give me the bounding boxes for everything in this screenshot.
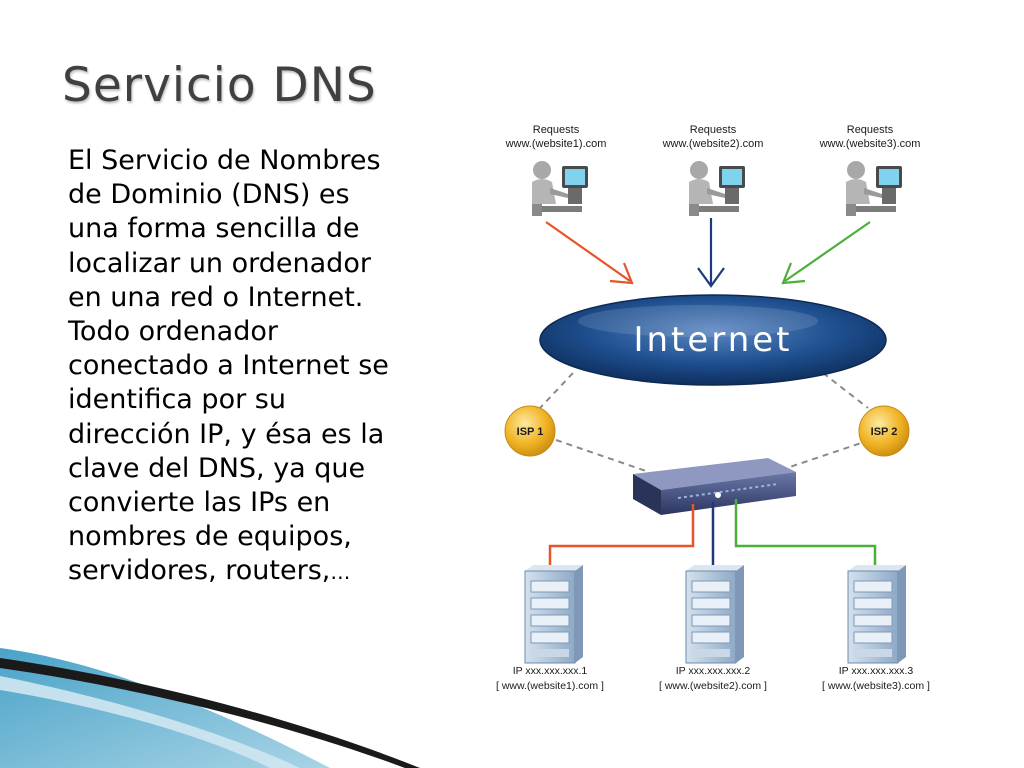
body-line: una forma sencilla de xyxy=(68,213,360,245)
request-site: www.(website3).com xyxy=(819,138,921,150)
body-line: dirección IP, y ésa es la xyxy=(68,418,385,450)
slide-body-text: El Servicio de Nombres de Dominio (DNS) … xyxy=(68,144,463,590)
body-line: convierte las IPs en xyxy=(68,487,331,519)
body-line: en una red o Internet. xyxy=(68,281,364,313)
request-label: Requests xyxy=(847,124,894,136)
corner-swoosh-light xyxy=(0,676,300,768)
internet-label: Internet xyxy=(633,320,792,360)
server-site-label: [ www.(website1).com ] xyxy=(496,680,604,692)
isp-label: ISP 2 xyxy=(871,426,898,438)
body-line: localizar un ordenador xyxy=(68,247,371,279)
server-links xyxy=(548,499,877,566)
corner-swoosh-dark xyxy=(0,658,420,768)
body-line: nombres de equipos, xyxy=(68,521,352,553)
request-site: www.(website2).com xyxy=(662,138,764,150)
body-line: Todo ordenador xyxy=(68,316,278,348)
server-site-label: [ www.(website2).com ] xyxy=(659,680,767,692)
body-line: identifica por su xyxy=(68,384,286,416)
server-ip-label: IP xxx.xxx.xxx.3 xyxy=(839,665,914,677)
user-computer-icon xyxy=(689,161,745,216)
request-label: Requests xyxy=(533,124,580,136)
server-link-green xyxy=(734,499,877,566)
user-computer-icon xyxy=(532,161,588,216)
body-line: servidores, routers, xyxy=(68,555,331,587)
body-ellipsis: … xyxy=(330,560,351,585)
body-line: de Dominio (DNS) es xyxy=(68,179,350,211)
server-icon xyxy=(685,565,744,664)
isp-dashed-links xyxy=(539,372,871,472)
body-line: conectado a Internet se xyxy=(68,350,389,382)
server-icon xyxy=(524,565,583,664)
server-ip-label: IP xxx.xxx.xxx.1 xyxy=(513,665,588,677)
server-icon xyxy=(847,565,906,664)
server-link-orange xyxy=(548,504,695,566)
body-line: clave del DNS, ya que xyxy=(68,452,366,484)
request-label: Requests xyxy=(690,124,737,136)
dns-diagram: Requests www.(website1).com Requests www… xyxy=(496,124,930,692)
internet-cloud: Internet xyxy=(539,294,887,386)
isp-label: ISP 1 xyxy=(517,426,544,438)
request-arrow-green xyxy=(781,221,871,285)
isp-badge: ISP 2 xyxy=(858,405,910,457)
router-icon xyxy=(633,458,796,515)
server-site-label: [ www.(website3).com ] xyxy=(822,680,930,692)
server-ip-label: IP xxx.xxx.xxx.2 xyxy=(676,665,751,677)
request-arrow-blue xyxy=(697,218,725,288)
slide-title: Servicio DNS xyxy=(62,58,377,113)
request-arrow-orange xyxy=(545,221,634,285)
request-site: www.(website1).com xyxy=(505,138,607,150)
body-line: El Servicio de Nombres xyxy=(68,145,381,176)
user-computer-icon xyxy=(846,161,902,216)
isp-badge: ISP 1 xyxy=(504,405,556,457)
body-line-last: servidores, routers,… xyxy=(68,554,463,589)
